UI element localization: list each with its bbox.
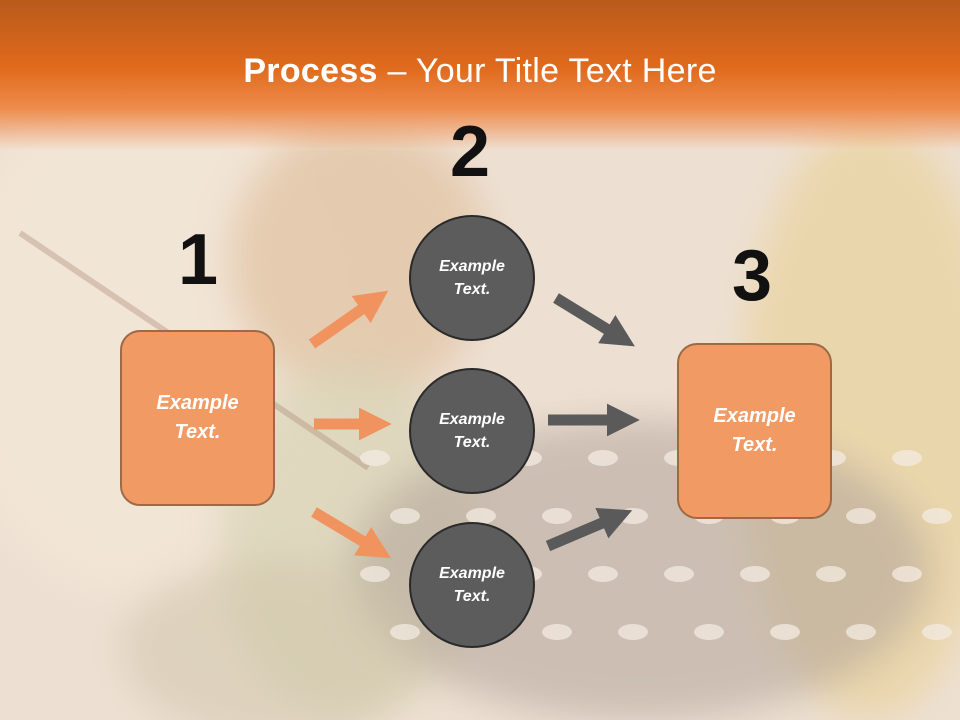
step-circle-bottom: Example Text.	[409, 522, 535, 648]
step-box-1: Example Text.	[120, 330, 275, 506]
step-box-3: Example Text.	[677, 343, 832, 519]
title-rest: – Your Title Text Here	[377, 52, 717, 90]
arrow-box1-to-top	[308, 290, 389, 349]
arrow-bottom-to-box3	[545, 507, 633, 552]
title-bar	[0, 0, 960, 150]
step-number-1: 1	[178, 220, 219, 300]
arrow-top-to-box3	[553, 293, 635, 347]
step-number-2: 2	[450, 112, 491, 192]
step-number-3: 3	[732, 236, 773, 316]
step-circle-middle: Example Text.	[409, 368, 535, 494]
arrow-box1-to-bottom	[311, 507, 391, 559]
title-bold: Process	[243, 52, 378, 90]
slide-title: Process – Your Title Text Here	[0, 52, 960, 91]
step-circle-top: Example Text.	[409, 215, 535, 341]
